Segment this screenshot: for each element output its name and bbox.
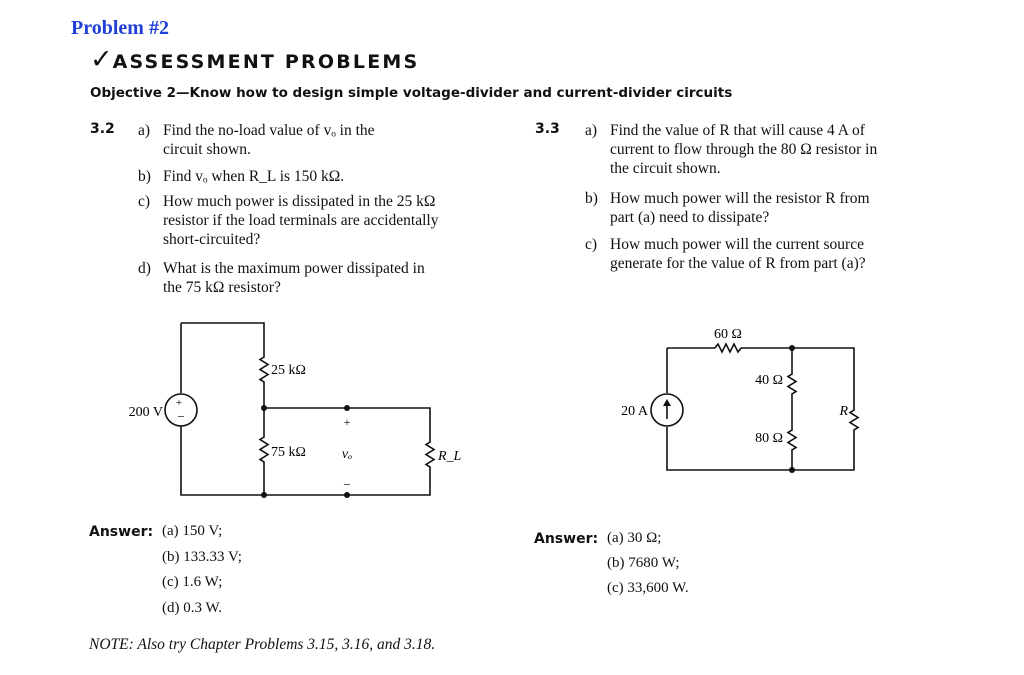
wire: [180, 426, 264, 496]
resistor-60-symbol: [714, 342, 742, 354]
resistor-60-label: 60 Ω: [714, 327, 742, 342]
part-text-line: Find the value of R that will cause 4 A …: [610, 122, 865, 139]
source-voltage-label: 200 V: [129, 405, 163, 420]
problem-3-2-number: 3.2: [90, 121, 115, 137]
resistor-r-symbol: [848, 406, 860, 434]
problem-3-3-part-a: a) Find the value of R that will cause 4…: [585, 121, 965, 179]
answer-3-2-a: (a) 150 V;: [162, 523, 223, 539]
part-text-line: the circuit shown.: [610, 160, 721, 177]
part-text-line: generate for the value of R from part (a…: [610, 255, 866, 272]
part-text-line: circuit shown.: [163, 141, 251, 158]
part-label: a): [585, 122, 598, 139]
part-label: b): [585, 190, 598, 207]
wire: [181, 322, 265, 353]
answer-3-3-a: (a) 30 Ω;: [607, 530, 662, 546]
answer-3-3-b: (b) 7680 W;: [607, 555, 680, 571]
part-text-line: How much power is dissipated in the 25 k…: [163, 193, 436, 210]
wire: [264, 407, 431, 438]
junction-node: [261, 492, 267, 498]
objective-line: Objective 2—Know how to design simple vo…: [90, 85, 733, 101]
part-label: c): [585, 236, 598, 253]
junction-node: [789, 345, 795, 351]
output-terminal-top: [344, 405, 350, 411]
part-text-line: What is the maximum power dissipated in: [163, 260, 425, 277]
answer-3-2-d: (d) 0.3 W.: [162, 600, 222, 616]
output-terminal-bottom: [344, 492, 350, 498]
answer-3-2-c: (c) 1.6 W;: [162, 574, 223, 590]
problem-3-2-part-b: b) Find vₒ when R_L is 150 kΩ.: [138, 167, 518, 187]
part-text-line: Find vₒ when R_L is 150 kΩ.: [163, 168, 345, 185]
part-text-line: part (a) need to dissipate?: [610, 209, 770, 226]
note-line: NOTE: Also try Chapter Problems 3.15, 3.…: [89, 636, 436, 653]
rl-label: R_L: [437, 449, 462, 464]
answer-label-3-3: Answer:: [534, 531, 599, 547]
arrow-head-icon: [663, 399, 671, 406]
resistor-75k-symbol: [258, 433, 270, 466]
vo-plus-sign: +: [344, 415, 351, 429]
source-current-label: 20 A: [621, 404, 649, 419]
resistor-75k-label: 75 kΩ: [271, 445, 306, 460]
problem-3-2-part-c: c) How much power is dissipated in the 2…: [138, 192, 518, 250]
part-text-line: How much power will the resistor R from: [610, 190, 870, 207]
part-text-line: How much power will the current source: [610, 236, 864, 253]
vo-minus-sign: −: [343, 477, 350, 492]
part-text-line: the 75 kΩ resistor?: [163, 279, 281, 296]
part-text-line: Find the no-load value of vₒ in the: [163, 122, 375, 139]
problem-3-3-part-c: c) How much power will the current sourc…: [585, 235, 965, 275]
part-text-line: current to flow through the 80 Ω resisto…: [610, 141, 878, 158]
resistor-40-symbol: [786, 370, 798, 398]
problem-title: Problem #2: [71, 17, 169, 39]
wire: [741, 347, 855, 406]
resistor-80-symbol: [786, 426, 798, 454]
resistor-r-label: R: [838, 404, 848, 419]
vo-label: vₒ: [342, 447, 352, 462]
answer-label-3-2: Answer:: [89, 524, 154, 540]
junction-node: [789, 467, 795, 473]
resistor-rl-symbol: [424, 438, 436, 472]
problem-3-2-part-a: a) Find the no-load value of vₒ in the c…: [138, 121, 518, 161]
junction-node: [261, 405, 267, 411]
source-minus-sign: −: [177, 409, 184, 424]
answer-3-2-b: (b) 133.33 V;: [162, 549, 242, 565]
resistor-25k-label: 25 kΩ: [271, 363, 306, 378]
current-source-symbol: [650, 393, 684, 427]
resistor-40-label: 40 Ω: [755, 373, 783, 388]
part-label: a): [138, 122, 151, 139]
problem-3-3-number: 3.3: [535, 121, 560, 137]
source-plus-sign: +: [176, 397, 182, 409]
wire: [666, 427, 855, 471]
section-title: ASSESSMENT PROBLEMS: [112, 51, 420, 73]
part-label: b): [138, 168, 151, 185]
section-heading: ✓ASSESSMENT PROBLEMS: [90, 44, 419, 75]
part-text-line: short-circuited?: [163, 231, 261, 248]
problem-3-2-part-d: d) What is the maximum power dissipated …: [138, 259, 518, 299]
resistor-25k-symbol: [258, 353, 270, 386]
part-label: d): [138, 260, 151, 277]
resistor-80-label: 80 Ω: [755, 431, 783, 446]
answer-3-3-c: (c) 33,600 W.: [607, 580, 689, 596]
part-label: c): [138, 193, 151, 210]
problem-3-3-part-b: b) How much power will the resistor R fr…: [585, 189, 965, 229]
check-mark-icon: ✓: [90, 44, 113, 75]
part-text-line: resistor if the load terminals are accid…: [163, 212, 439, 229]
